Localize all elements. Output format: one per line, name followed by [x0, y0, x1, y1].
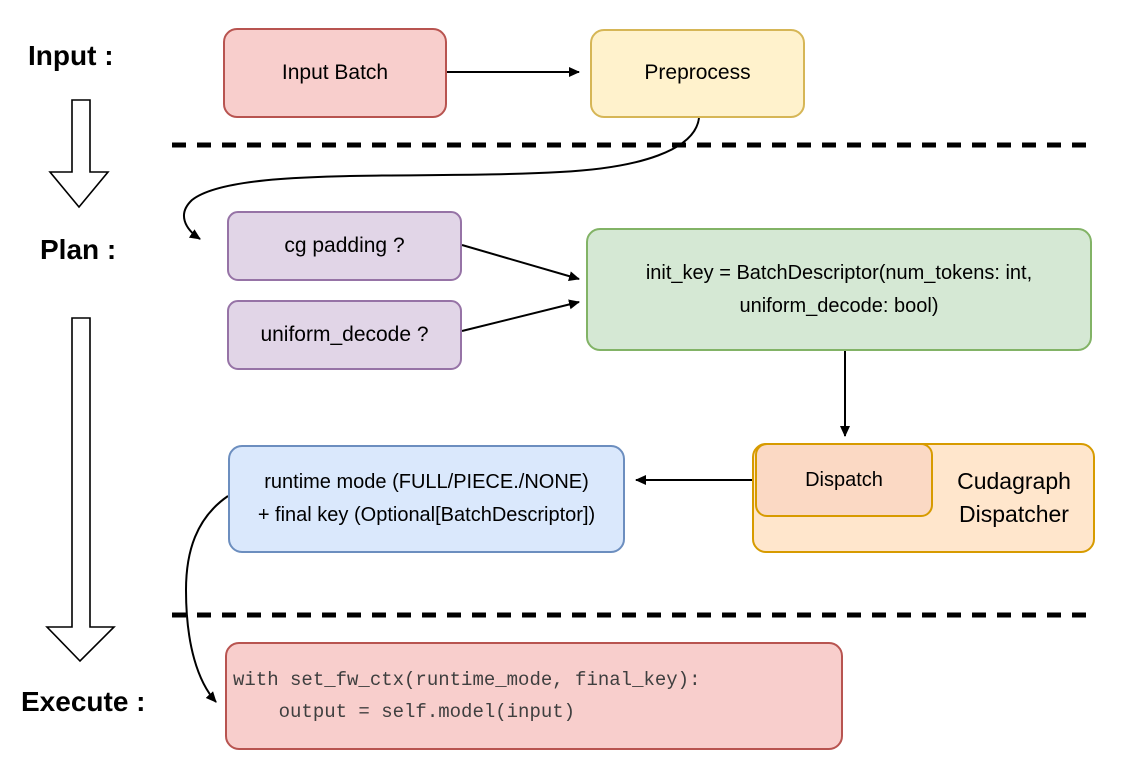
node-dispatch: Dispatch [755, 443, 933, 517]
node-runtime-mode-line1: runtime mode (FULL/PIECE./NONE) [264, 471, 589, 493]
plan-to-execute-block-arrow [45, 317, 116, 663]
execute-code-line1: with set_fw_ctx(runtime_mode, final_key)… [233, 669, 701, 691]
edge-runtime-mode-to-execute-code [184, 495, 229, 703]
cudagraph-dispatcher-line2: Dispatcher [959, 501, 1069, 527]
node-uniform-decode: uniform_decode ? [227, 300, 462, 370]
node-execute-code: with set_fw_ctx(runtime_mode, final_key)… [225, 642, 843, 750]
node-init-key: init_key = BatchDescriptor(num_tokens: i… [586, 228, 1092, 351]
node-init-key-line1: init_key = BatchDescriptor(num_tokens: i… [645, 261, 1033, 284]
node-init-key-line2: uniform_decode: bool) [739, 294, 939, 317]
edge-preprocess-to-cg-padding [182, 117, 700, 240]
stage-label-plan: Plan : [40, 234, 117, 265]
node-runtime-mode: runtime mode (FULL/PIECE./NONE) + final … [228, 445, 625, 553]
node-preprocess-label: Preprocess [644, 61, 751, 85]
edge-cg-padding-to-init-key [461, 244, 580, 282]
input-to-plan-block-arrow [48, 99, 110, 209]
node-input-batch-label: Input Batch [281, 60, 389, 84]
node-uniform-decode-label: uniform_decode ? [260, 322, 429, 346]
execute-code-line2: output = self.model(input) [233, 701, 576, 723]
node-cudagraph-dispatcher-title: Cudagraph Dispatcher [933, 443, 1095, 553]
cudagraph-dispatcher-line1: Cudagraph [957, 468, 1071, 494]
stage-label-input: Input : [28, 40, 114, 71]
node-input-batch: Input Batch [223, 28, 447, 118]
node-cg-padding: cg padding ? [227, 211, 462, 281]
node-dispatch-label: Dispatch [805, 468, 883, 491]
node-cg-padding-label: cg padding ? [284, 233, 405, 257]
node-runtime-mode-line2: + final key (Optional[BatchDescriptor]) [257, 504, 596, 526]
stage-label-execute: Execute : [21, 686, 146, 717]
edge-uniform-decode-to-init-key [461, 299, 580, 332]
node-preprocess: Preprocess [590, 29, 805, 118]
